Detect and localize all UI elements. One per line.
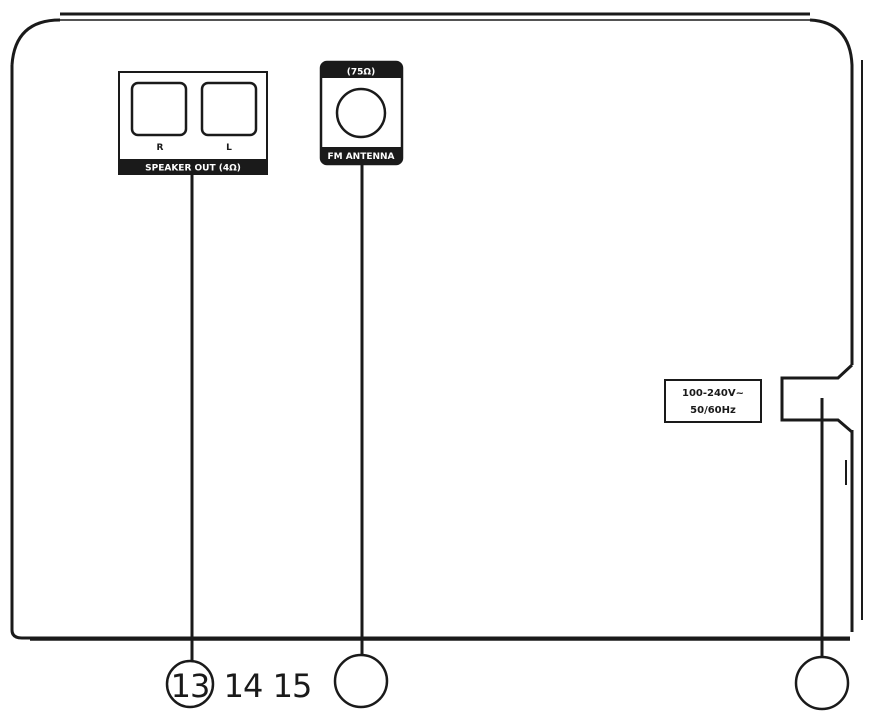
fm-antenna-impedance: (75Ω)	[347, 68, 375, 78]
speaker-jack-right-label: R	[157, 143, 164, 153]
fm-antenna-bottom-bar	[321, 147, 402, 164]
power-frequency: 50/60Hz	[690, 405, 736, 416]
leader-lines	[190, 164, 824, 660]
power-socket-notch	[780, 363, 854, 434]
callout-number-15: 15	[273, 667, 312, 705]
power-input: 100-240V~ 50/60Hz	[664, 363, 854, 434]
speaker-out-label: SPEAKER OUT (4Ω)	[145, 164, 241, 174]
speaker-out-label-bar	[119, 159, 267, 174]
callout-circle-antenna	[333, 653, 389, 709]
fm-antenna-jack	[335, 87, 387, 139]
fm-antenna-panel: (75Ω) FM ANTENNA	[319, 60, 404, 166]
fm-antenna-top-bar	[321, 62, 402, 78]
callout-circle-power	[794, 655, 850, 711]
callout-number-speaker: 13	[171, 667, 210, 705]
fm-antenna-label: FM ANTENNA	[327, 152, 394, 162]
speaker-jack-left-label: L	[226, 143, 232, 153]
speaker-out-panel: R L SPEAKER OUT (4Ω)	[118, 71, 268, 175]
power-voltage: 100-240V~	[682, 388, 744, 399]
callout-number-14: 14	[224, 667, 263, 705]
callout-circle-speaker	[165, 659, 215, 709]
panel-outline	[10, 12, 863, 641]
speaker-jack-right	[130, 81, 188, 137]
callouts: 13 14 15	[165, 653, 850, 711]
speaker-jack-left	[200, 81, 258, 137]
power-rating-box	[664, 379, 762, 423]
